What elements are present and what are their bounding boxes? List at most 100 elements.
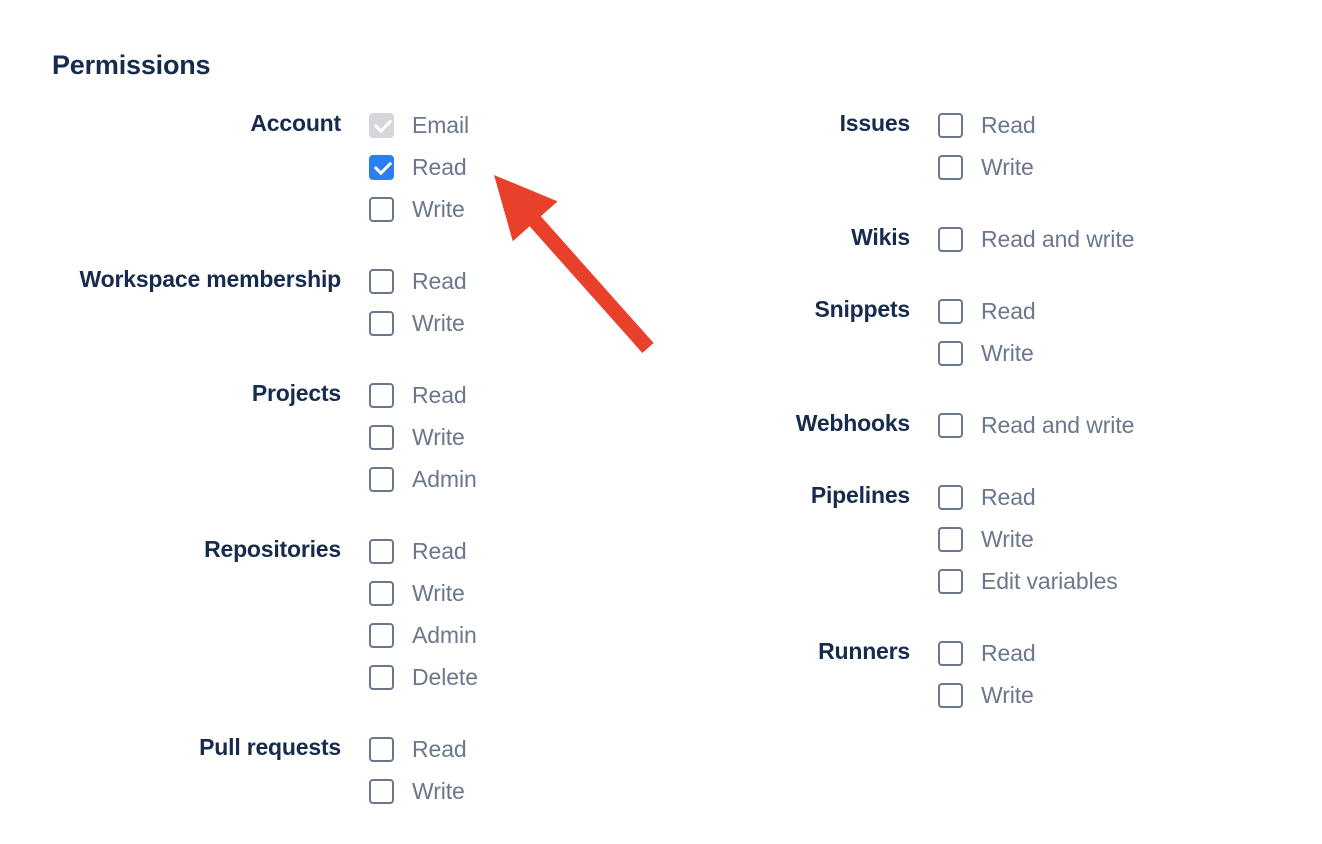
page-title: Permissions <box>52 50 211 80</box>
option-row-snippets-read[interactable]: Read <box>938 290 1036 332</box>
option-label-pull-requests-read: Read <box>412 735 467 762</box>
group-label-wikis: Wikis <box>851 224 910 250</box>
pipelines-read-checkbox[interactable] <box>938 484 963 510</box>
projects-admin-checkbox[interactable] <box>369 466 394 492</box>
option-row-projects-admin[interactable]: Admin <box>369 458 477 500</box>
account-email-checkbox <box>369 112 394 138</box>
group-label-account: Account <box>250 110 341 136</box>
option-label-repositories-write: Write <box>412 579 465 606</box>
option-row-account-email[interactable]: Email <box>369 104 469 146</box>
option-row-repositories-write[interactable]: Write <box>369 572 478 614</box>
option-label-issues-read: Read <box>981 111 1036 138</box>
option-label-projects-admin: Admin <box>412 465 477 492</box>
option-row-runners-read[interactable]: Read <box>938 632 1036 674</box>
snippets-read-checkbox[interactable] <box>938 298 963 324</box>
webhooks-read-and-write-checkbox[interactable] <box>938 412 963 438</box>
account-read-checkbox[interactable] <box>369 154 394 180</box>
option-label-snippets-write: Write <box>981 339 1034 366</box>
group-label-projects: Projects <box>251 380 341 406</box>
option-label-issues-write: Write <box>981 153 1034 180</box>
option-row-workspace-membership-read[interactable]: Read <box>369 260 467 302</box>
option-row-projects-read[interactable]: Read <box>369 374 477 416</box>
repositories-read-checkbox[interactable] <box>369 538 394 564</box>
options-webhooks: Read and write <box>910 404 1134 446</box>
option-label-repositories-admin: Admin <box>412 621 477 648</box>
group-label-repositories: Repositories <box>204 536 341 562</box>
projects-write-checkbox[interactable] <box>369 424 394 450</box>
pipelines-write-checkbox[interactable] <box>938 526 963 552</box>
account-write-checkbox[interactable] <box>369 196 394 222</box>
options-wikis: Read and write <box>910 218 1134 260</box>
pull-requests-read-checkbox[interactable] <box>369 736 394 762</box>
pipelines-edit-variables-checkbox[interactable] <box>938 568 963 594</box>
group-label-pipelines: Pipelines <box>810 482 910 508</box>
option-row-snippets-write[interactable]: Write <box>938 332 1036 374</box>
issues-write-checkbox[interactable] <box>938 154 963 180</box>
option-row-pipelines-write[interactable]: Write <box>938 518 1118 560</box>
group-label-pull-requests: Pull requests <box>199 734 341 760</box>
workspace-membership-read-checkbox[interactable] <box>369 268 394 294</box>
option-row-repositories-delete[interactable]: Delete <box>369 656 478 698</box>
pull-requests-write-checkbox[interactable] <box>369 778 394 804</box>
option-label-runners-write: Write <box>981 681 1034 708</box>
option-row-issues-read[interactable]: Read <box>938 104 1036 146</box>
runners-write-checkbox[interactable] <box>938 682 963 708</box>
projects-read-checkbox[interactable] <box>369 382 394 408</box>
option-row-account-write[interactable]: Write <box>369 188 469 230</box>
option-label-workspace-membership-write: Write <box>412 309 465 336</box>
option-label-runners-read: Read <box>981 639 1036 666</box>
option-row-projects-write[interactable]: Write <box>369 416 477 458</box>
option-label-account-write: Write <box>412 195 465 222</box>
option-row-account-read[interactable]: Read <box>369 146 469 188</box>
option-row-issues-write[interactable]: Write <box>938 146 1036 188</box>
checkmark-icon <box>373 114 393 133</box>
option-row-pipelines-edit-variables[interactable]: Edit variables <box>938 560 1118 602</box>
repositories-write-checkbox[interactable] <box>369 580 394 606</box>
checkmark-icon <box>373 156 393 175</box>
group-label-runners: Runners <box>818 638 910 664</box>
repositories-admin-checkbox[interactable] <box>369 622 394 648</box>
option-label-account-read: Read <box>412 153 467 180</box>
runners-read-checkbox[interactable] <box>938 640 963 666</box>
snippets-write-checkbox[interactable] <box>938 340 963 366</box>
option-row-workspace-membership-write[interactable]: Write <box>369 302 467 344</box>
option-label-webhooks-read-and-write: Read and write <box>981 411 1135 438</box>
option-row-runners-write[interactable]: Write <box>938 674 1036 716</box>
option-row-pipelines-read[interactable]: Read <box>938 476 1118 518</box>
option-label-pull-requests-write: Write <box>412 777 465 804</box>
group-label-snippets: Snippets <box>814 296 910 322</box>
group-label-webhooks: Webhooks <box>795 410 910 436</box>
option-label-repositories-delete: Delete <box>412 663 478 690</box>
option-row-pull-requests-read[interactable]: Read <box>369 728 467 770</box>
option-row-repositories-read[interactable]: Read <box>369 530 478 572</box>
option-row-wikis-read-and-write[interactable]: Read and write <box>938 218 1134 260</box>
repositories-delete-checkbox[interactable] <box>369 664 394 690</box>
option-label-workspace-membership-read: Read <box>412 267 467 294</box>
workspace-membership-write-checkbox[interactable] <box>369 310 394 336</box>
option-label-pipelines-read: Read <box>981 483 1036 510</box>
option-row-webhooks-read-and-write[interactable]: Read and write <box>938 404 1134 446</box>
option-row-pull-requests-write[interactable]: Write <box>369 770 467 812</box>
issues-read-checkbox[interactable] <box>938 112 963 138</box>
wikis-read-and-write-checkbox[interactable] <box>938 226 963 252</box>
option-row-repositories-admin[interactable]: Admin <box>369 614 478 656</box>
option-label-pipelines-edit-variables: Edit variables <box>981 567 1118 594</box>
option-label-snippets-read: Read <box>981 297 1036 324</box>
group-label-workspace-membership: Workspace membership <box>79 266 342 292</box>
option-label-repositories-read: Read <box>412 537 467 564</box>
